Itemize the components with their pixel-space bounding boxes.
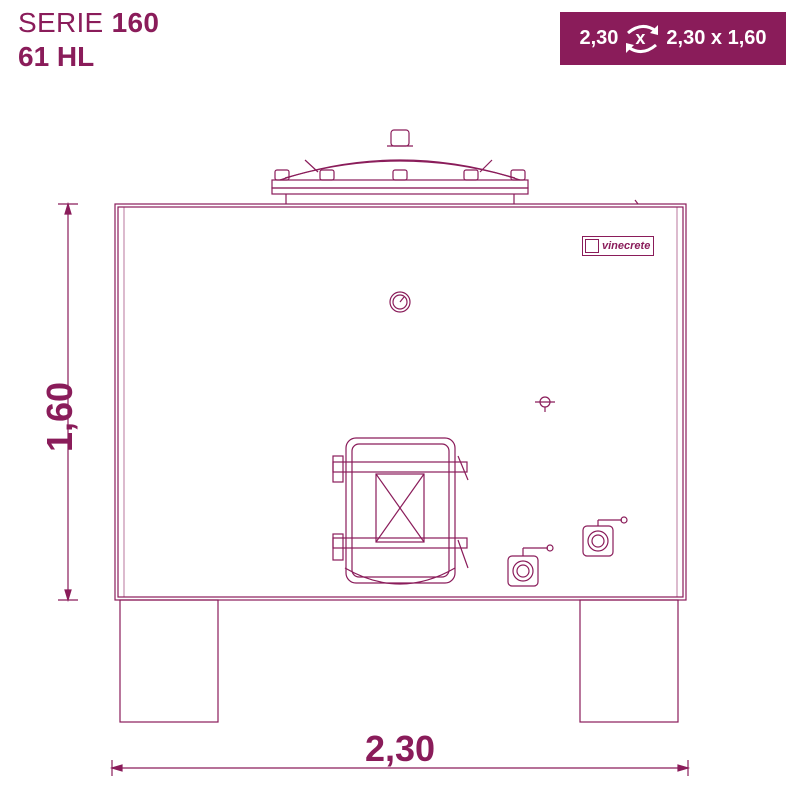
- drain-valve: [582, 516, 628, 557]
- left-leg: [119, 599, 219, 723]
- width-dimension-line: [109, 760, 691, 776]
- thermometer-gauge: [389, 291, 411, 313]
- logo-square-icon: [585, 239, 599, 253]
- series-prefix: SERIE: [18, 7, 104, 38]
- height-label: 1,60: [39, 381, 81, 453]
- front-door: [332, 437, 469, 585]
- racking-valve: [507, 544, 554, 587]
- dimensions-badge: 2,30 x 2,30 x 1,60: [560, 12, 786, 65]
- brand-logo: vinecrete: [582, 236, 655, 256]
- product-title: SERIE 160 61 HL: [18, 6, 159, 74]
- swap-icon: x: [622, 21, 662, 57]
- tank-body: [114, 203, 687, 601]
- height-dimension-line: [58, 201, 78, 603]
- top-hatch: [271, 129, 639, 205]
- capacity-label: 61 HL: [18, 41, 95, 72]
- badge-separator: x: [635, 27, 646, 48]
- sample-valve: [535, 396, 555, 412]
- width-dimension: 2,30: [364, 728, 436, 769]
- height-dimension: 1,60: [30, 372, 90, 462]
- right-leg: [579, 599, 679, 723]
- brand-name: vinecrete: [602, 240, 651, 252]
- badge-dimensions: 2,30 x 1,60: [666, 27, 767, 49]
- series-label: SERIE 160: [18, 6, 159, 40]
- badge-width: 2,30: [579, 27, 619, 49]
- series-number: 160: [111, 7, 160, 38]
